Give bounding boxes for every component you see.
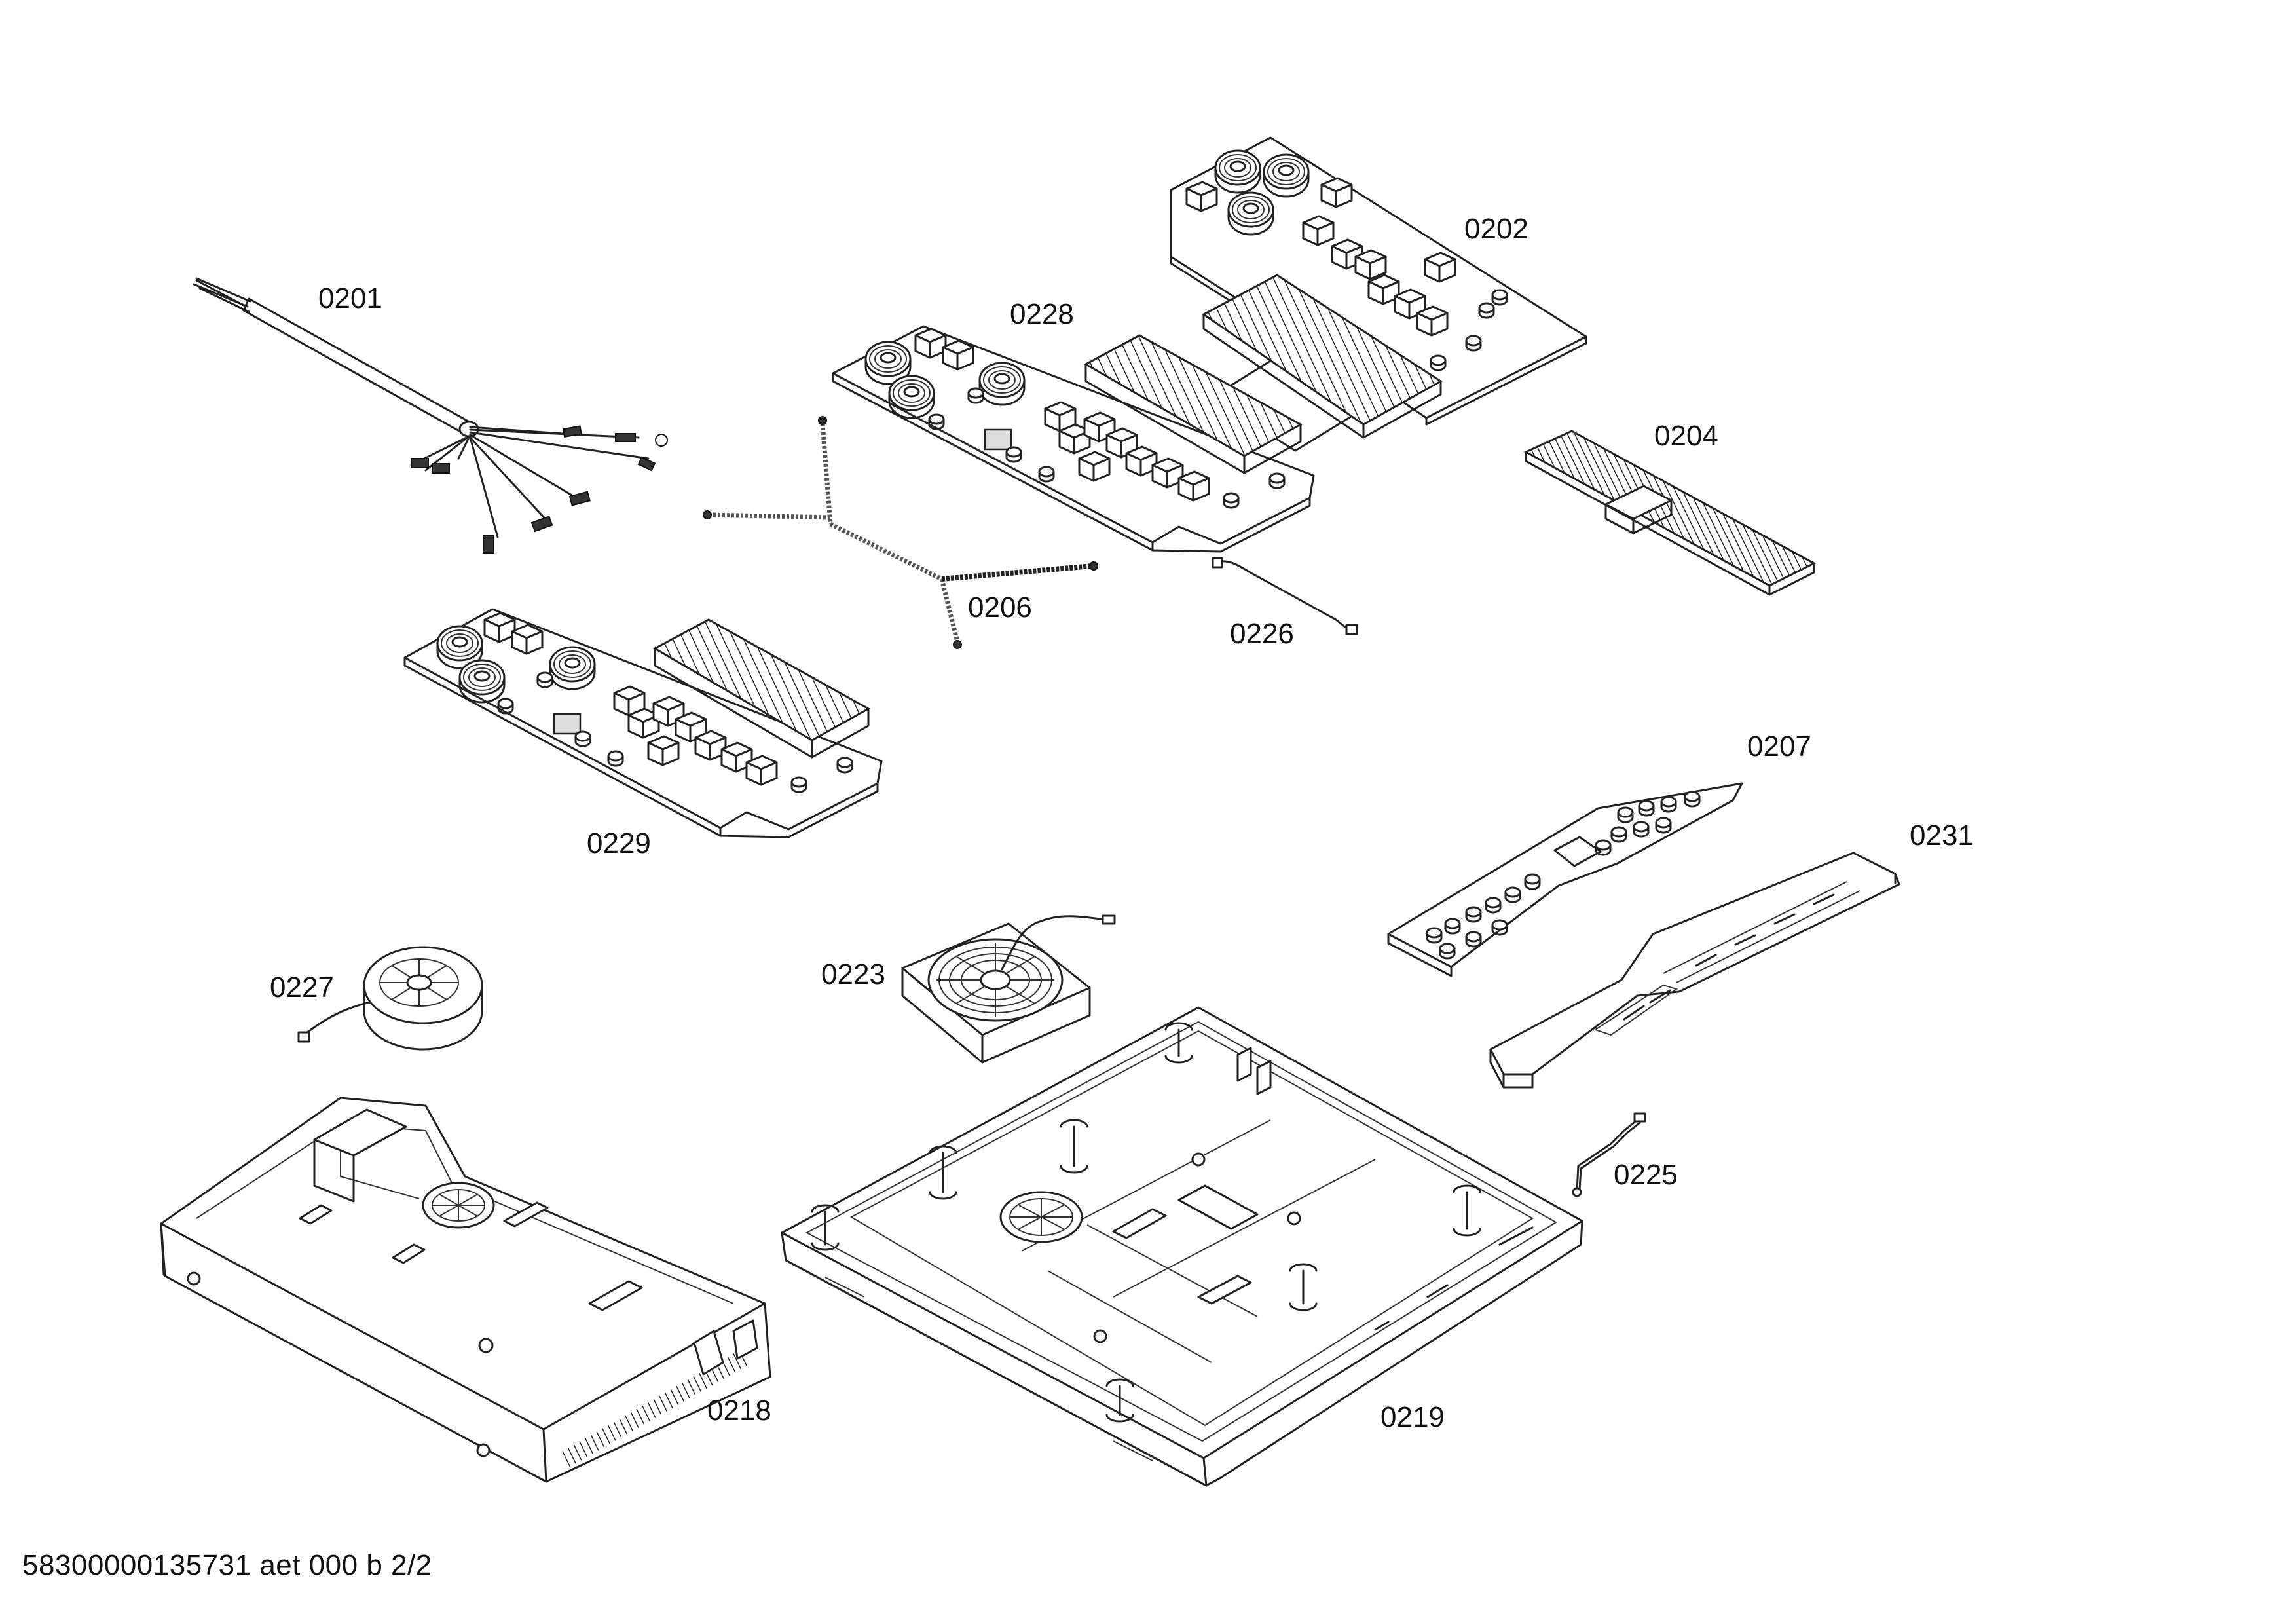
part-0219-base-tray: 0219	[781, 1006, 1583, 1487]
part-0207-control-pcb: 0207	[1387, 730, 1811, 977]
label-0202: 0202	[1464, 213, 1528, 245]
document-reference: 58300000135731 aet 000 b 2/2	[22, 1549, 432, 1581]
part-0225-earth-strap: 0225	[1572, 1112, 1678, 1197]
label-0231: 0231	[1910, 819, 1974, 852]
label-0225: 0225	[1614, 1159, 1678, 1191]
label-0206: 0206	[968, 591, 1032, 624]
label-0227: 0227	[270, 971, 334, 1004]
part-0206-cable-ties: 0206	[703, 416, 1098, 649]
part-0231-air-duct: 0231	[1489, 819, 1974, 1089]
part-0204-ribbon-cable: 0204	[1523, 420, 1817, 596]
label-0207: 0207	[1747, 730, 1811, 762]
part-0229-induction-board: 0229	[403, 608, 883, 859]
part-0228-induction-board: 0228	[832, 298, 1315, 553]
label-0229: 0229	[587, 827, 651, 859]
part-0218-inner-frame: 0218	[160, 1097, 771, 1483]
label-0204: 0204	[1654, 420, 1718, 452]
label-0228: 0228	[1010, 298, 1074, 330]
label-0219: 0219	[1380, 1401, 1445, 1433]
part-0201-mains-cable: 0201	[193, 277, 668, 554]
part-0202-power-board: 0202	[1170, 136, 1587, 452]
label-0201: 0201	[318, 282, 382, 314]
label-0226: 0226	[1230, 618, 1294, 650]
part-0227-radial-fan: 0227	[270, 946, 483, 1051]
label-0223: 0223	[821, 958, 885, 990]
part-0223-axial-fan: 0223	[821, 914, 1116, 1064]
part-0226-sensor-lead: 0226	[1212, 557, 1358, 650]
label-0218: 0218	[707, 1395, 771, 1427]
